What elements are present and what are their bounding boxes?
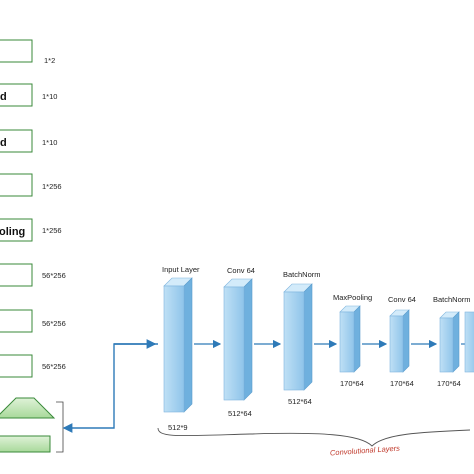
left-box-6: 56*256 [0, 263, 66, 287]
left-box-3-label: d [0, 137, 7, 149]
conv-block-1-dim: 512*9 [168, 423, 188, 432]
left-box-8-dim: 56*256 [42, 362, 66, 371]
conv-block-2-title: Conv 64 [227, 266, 255, 275]
conv-block-5-dim: 170*64 [390, 379, 414, 388]
left-box-6-dim: 56*256 [42, 271, 66, 280]
input-connector [62, 339, 158, 433]
conv-block-3-title: BatchNorm [283, 270, 321, 279]
conv-block-3-dim: 512*64 [288, 397, 312, 406]
conv-block-2-dim: 512*64 [228, 409, 252, 418]
conv-block-5-title: Conv 64 [388, 295, 416, 304]
conv-block-6-dim: 170*64 [437, 379, 461, 388]
conv-block-1-title: Input Layer [162, 265, 200, 274]
conv-block-maxpooling: MaxPooling 170*64 [333, 293, 372, 388]
left-box-3-dim: 1*10 [42, 138, 57, 147]
conv-block-batchnorm-b: BatchNorm 170*64 [433, 295, 471, 388]
conv-block-conv64-a: Conv 64 512*64 [223, 266, 255, 418]
left-box-2-label: d [0, 91, 7, 103]
bracket-shape [56, 401, 64, 453]
convolutional-layers-brace [157, 427, 471, 447]
conv-block-input-layer: Input Layer 512*9 [162, 265, 200, 432]
left-box-7: 56*256 [0, 309, 66, 333]
left-box-3: d 1*10 [0, 129, 57, 153]
left-box-1: 1*2 [0, 39, 55, 65]
conv-block-6-title: BatchNorm [433, 295, 471, 304]
conv-block-partial [464, 311, 474, 373]
left-box-1-dim: 1*2 [44, 56, 55, 65]
left-column: 1*2 d 1*10 d 1*10 1*256 oling 1*256 56*2… [0, 39, 66, 453]
convolutional-layers-label: Convolutional Layers [330, 444, 401, 458]
left-box-2-dim: 1*10 [42, 92, 57, 101]
left-box-5-dim: 1*256 [42, 226, 62, 235]
conv-block-batchnorm-a: BatchNorm 512*64 [283, 270, 321, 406]
left-box-4-dim: 1*256 [42, 182, 62, 191]
conv-block-4-dim: 170*64 [340, 379, 364, 388]
green-trapezoid-shape [0, 397, 56, 419]
left-box-2: d 1*10 [0, 83, 57, 107]
conv-block-conv64-b: Conv 64 170*64 [388, 295, 416, 388]
left-box-5-label: oling [0, 226, 25, 238]
left-box-7-dim: 56*256 [42, 319, 66, 328]
left-box-4: 1*256 [0, 173, 62, 197]
conv-block-4-title: MaxPooling [333, 293, 372, 302]
green-bottom-box [0, 435, 51, 453]
left-box-5: oling 1*256 [0, 218, 62, 242]
left-box-8: 56*256 [0, 354, 66, 378]
conv-blocks: Input Layer 512*9 Conv 64 512*64 BatchNo… [162, 265, 474, 432]
